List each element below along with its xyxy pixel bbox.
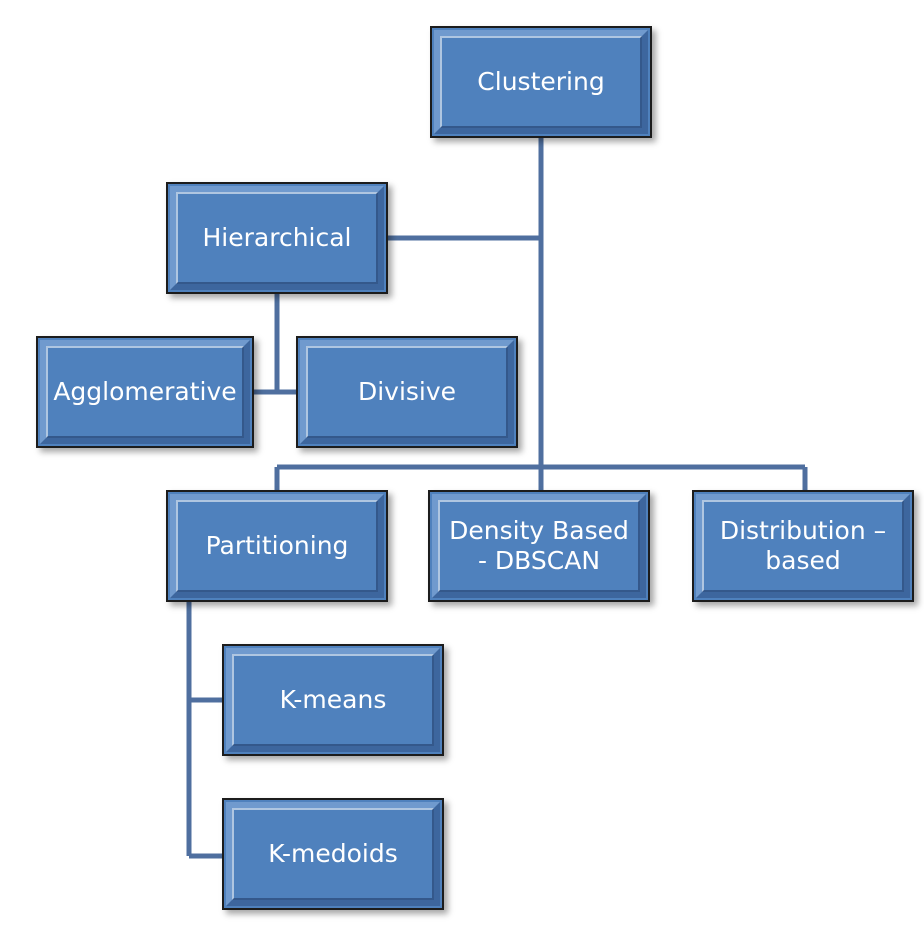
node-label: K-means bbox=[279, 685, 387, 714]
node-label: Distribution – based bbox=[719, 516, 887, 575]
node-partitioning: Partitioning bbox=[166, 490, 388, 602]
node-label: Agglomerative bbox=[53, 377, 237, 406]
node-label: Hierarchical bbox=[202, 223, 352, 252]
node-label: Clustering bbox=[477, 67, 605, 96]
node-agglomerative: Agglomerative bbox=[36, 336, 254, 448]
node-k-means: K-means bbox=[222, 644, 444, 756]
node-k-medoids: K-medoids bbox=[222, 798, 444, 910]
node-label: Density Based - DBSCAN bbox=[449, 516, 629, 575]
node-divisive: Divisive bbox=[296, 336, 518, 448]
node-hierarchical: Hierarchical bbox=[166, 182, 388, 294]
node-label: Divisive bbox=[357, 377, 457, 406]
node-density-based-dbscan: Density Based - DBSCAN bbox=[428, 490, 650, 602]
node-clustering: Clustering bbox=[430, 26, 652, 138]
node-label: Partitioning bbox=[205, 531, 349, 560]
node-distribution-based: Distribution – based bbox=[692, 490, 914, 602]
node-label: K-medoids bbox=[268, 839, 398, 868]
